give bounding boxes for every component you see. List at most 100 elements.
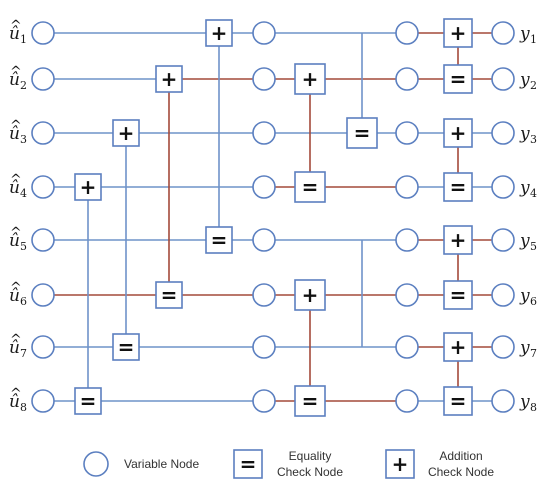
addition-symbol: + xyxy=(450,228,467,252)
input-label-subscript: 6 xyxy=(20,295,27,308)
addition-check-node xyxy=(155,65,183,93)
output-label: y xyxy=(519,124,530,144)
variable-node xyxy=(252,67,276,91)
addition-check-node xyxy=(112,119,140,147)
input-label: û xyxy=(9,70,20,90)
input-variable-node xyxy=(31,21,55,45)
input-label-subscript: 7 xyxy=(20,347,27,360)
addition-symbol: + xyxy=(161,67,178,91)
output-variable-node xyxy=(491,21,515,45)
input-variable-node xyxy=(31,121,55,145)
equality-check-node xyxy=(443,172,473,202)
variable-node xyxy=(395,389,419,413)
output-variable-node xyxy=(491,283,515,307)
equality-check-node xyxy=(155,281,183,309)
legend-equality-icon xyxy=(233,449,263,479)
addition-symbol: + xyxy=(211,21,228,45)
variable-node xyxy=(395,67,419,91)
variable-node xyxy=(395,283,419,307)
equality-symbol: = xyxy=(450,283,467,307)
input-label: û xyxy=(9,178,20,198)
equality-check-node xyxy=(74,387,102,415)
variable-node xyxy=(252,21,276,45)
nodes: ++++====+==+=+=+=+=+= xyxy=(31,18,515,417)
addition-check-node xyxy=(443,118,473,148)
addition-symbol: + xyxy=(302,67,319,91)
addition-symbol: + xyxy=(392,452,409,476)
variable-node xyxy=(395,228,419,252)
equality-check-node xyxy=(443,280,473,310)
equality-check-node xyxy=(443,64,473,94)
variable-node xyxy=(252,228,276,252)
input-label: û xyxy=(9,124,20,144)
addition-check-node xyxy=(443,225,473,255)
variable-node xyxy=(395,21,419,45)
addition-check-node xyxy=(443,332,473,362)
addition-check-node xyxy=(294,279,326,311)
addition-symbol: + xyxy=(80,175,97,199)
equality-symbol: = xyxy=(354,121,371,145)
output-label: y xyxy=(519,24,530,44)
output-label-subscript: 1 xyxy=(530,33,537,46)
output-label-subscript: 8 xyxy=(530,401,537,414)
addition-symbol: + xyxy=(118,121,135,145)
input-label-subscript: 8 xyxy=(20,401,27,414)
addition-symbol: + xyxy=(302,283,319,307)
equality-symbol: = xyxy=(240,452,257,476)
equality-check-node xyxy=(112,333,140,361)
hat-accent: ^ xyxy=(10,118,22,134)
output-variable-node xyxy=(491,389,515,413)
output-label-subscript: 6 xyxy=(530,295,537,308)
output-label-subscript: 2 xyxy=(530,79,537,92)
legend-addition-icon xyxy=(385,449,415,479)
addition-symbol: + xyxy=(450,335,467,359)
output-label-subscript: 4 xyxy=(530,187,537,200)
addition-symbol: + xyxy=(450,21,467,45)
input-label-subscript: 1 xyxy=(20,33,27,46)
legend-variable-label: Variable Node xyxy=(124,457,199,471)
addition-check-node xyxy=(74,173,102,201)
input-label-subscript: 4 xyxy=(20,187,27,200)
output-label-subscript: 3 xyxy=(530,133,537,146)
equality-check-node xyxy=(443,386,473,416)
variable-node xyxy=(395,335,419,359)
input-label: û xyxy=(9,338,20,358)
equality-symbol: = xyxy=(302,175,319,199)
input-variable-node xyxy=(31,283,55,307)
hat-accent: ^ xyxy=(10,332,22,348)
input-label-subscript: 5 xyxy=(20,240,27,253)
output-variable-node xyxy=(491,121,515,145)
input-label-subscript: 2 xyxy=(20,79,27,92)
input-variable-node xyxy=(31,175,55,199)
input-label-subscript: 3 xyxy=(20,133,27,146)
equality-check-node xyxy=(294,171,326,203)
hat-accent: ^ xyxy=(10,172,22,188)
input-variable-node xyxy=(31,67,55,91)
equality-symbol: = xyxy=(161,283,178,307)
variable-node xyxy=(252,335,276,359)
hat-accent: ^ xyxy=(10,386,22,402)
hat-accent: ^ xyxy=(10,280,22,296)
hat-accent: ^ xyxy=(10,225,22,241)
legend-equality-label-2: Check Node xyxy=(277,465,343,479)
input-variable-node xyxy=(31,228,55,252)
hat-accent: ^ xyxy=(10,18,22,34)
equality-symbol: = xyxy=(80,389,97,413)
input-label: û xyxy=(9,286,20,306)
input-variable-node xyxy=(31,335,55,359)
output-label: y xyxy=(519,178,530,198)
variable-node xyxy=(252,389,276,413)
output-label-subscript: 7 xyxy=(530,347,537,360)
input-variable-node xyxy=(31,389,55,413)
output-label: y xyxy=(519,231,530,251)
legend-variable-icon xyxy=(83,451,109,477)
variable-node xyxy=(252,121,276,145)
output-label-subscript: 5 xyxy=(530,240,537,253)
output-label: y xyxy=(519,338,530,358)
equality-symbol: = xyxy=(118,335,135,359)
hat-accent: ^ xyxy=(10,64,22,80)
addition-symbol: + xyxy=(450,121,467,145)
